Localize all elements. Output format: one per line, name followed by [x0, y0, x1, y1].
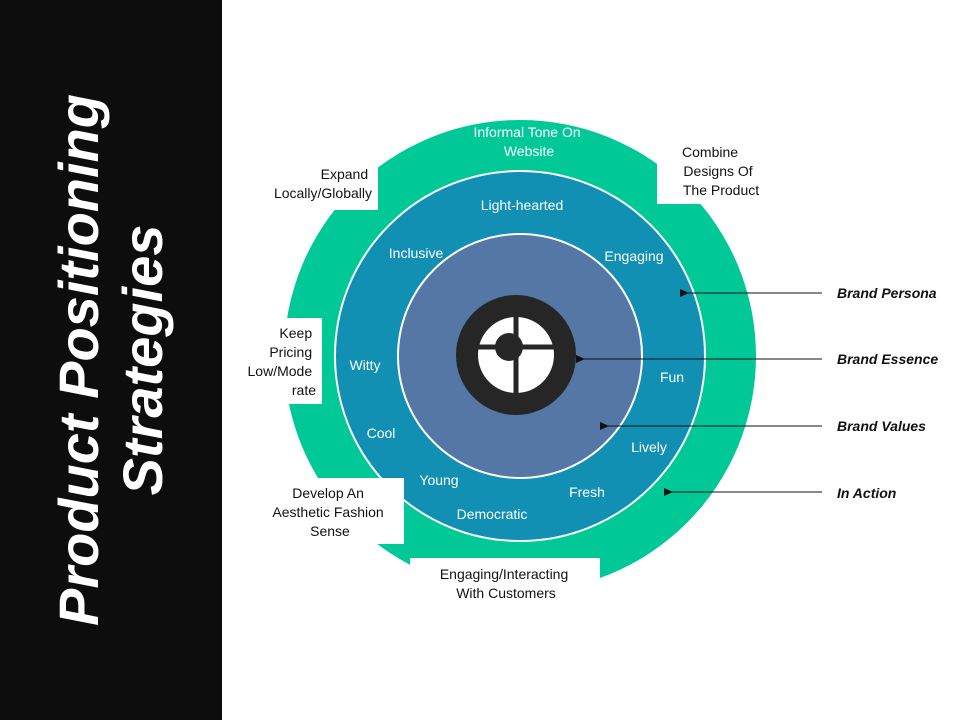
title-panel: Product Positioning Strategies — [0, 0, 222, 720]
svg-text:Expand Locally/Globall: Expand Locally/Globally — [274, 166, 372, 201]
quarter-circle-icon — [456, 295, 576, 415]
box-combine-designs: Combine Designs Of The Product — [657, 132, 767, 204]
box-engaging-customers: Engaging/Interacting With Customers — [410, 558, 600, 602]
box-develop-aesthetic: Develop An Aesthetic Fashion Sense — [258, 478, 404, 544]
legend-in-action: In Action — [837, 485, 896, 501]
svg-text:Engaging/Interacting W: Engaging/Interacting With Customers — [440, 566, 572, 601]
svg-text:Keep Pricing L: Keep Pricing Low/Mode rate — [248, 325, 317, 398]
ring-label-democratic: Democratic — [457, 506, 528, 522]
ring-label-cool: Cool — [367, 425, 396, 441]
legend-brand-persona: Brand Persona — [837, 285, 937, 301]
ring-label-witty: Witty — [349, 357, 380, 373]
ring-label-inclusive: Inclusive — [389, 245, 444, 261]
ring-label-fun: Fun — [660, 369, 684, 385]
box-expand-locally-globally: Expand Locally/Globally — [240, 148, 378, 210]
ring-label-engaging: Engaging — [604, 248, 663, 264]
ring-label-light-hearted: Light-hearted — [481, 197, 564, 213]
ring-label-lively: Lively — [631, 439, 667, 455]
legend-brand-values: Brand Values — [837, 418, 926, 434]
ring-label-young: Young — [419, 472, 458, 488]
svg-text:Develop An Aesthetic F: Develop An Aesthetic Fashion Sense — [272, 485, 387, 539]
outer-ring-label-top: Informal Tone On Website — [473, 124, 584, 159]
legend-brand-essence: Brand Essence — [837, 351, 938, 367]
ring-label-fresh: Fresh — [569, 484, 605, 500]
box-keep-pricing: Keep Pricing Low/Mode rate — [238, 318, 322, 404]
svg-text:Combine Designs Of: Combine Designs Of The Product — [682, 144, 759, 198]
